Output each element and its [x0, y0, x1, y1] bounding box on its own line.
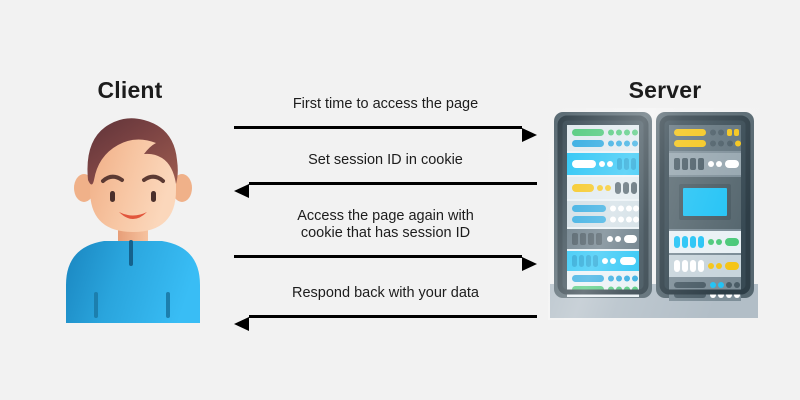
message-4-arrowhead-left [234, 316, 249, 331]
message-3-label: Access the page again with cookie that h… [297, 208, 474, 241]
server-rack-illustration [548, 108, 760, 320]
server-sheen-overlay [548, 108, 760, 320]
client-avatar-illustration [48, 108, 218, 323]
message-2: Set session ID in cookie [234, 152, 537, 198]
message-2-arrow-line [249, 182, 537, 185]
avatar-mouth [119, 212, 147, 219]
message-3: Access the page again with cookie that h… [234, 208, 537, 271]
person-avatar-icon [66, 118, 200, 323]
message-2-label: Set session ID in cookie [308, 152, 463, 168]
avatar-eye-right [151, 191, 156, 202]
message-3-arrowhead-right [522, 256, 537, 271]
avatar-eye-left [110, 191, 115, 202]
avatar-eyebrow-right [142, 174, 165, 183]
message-1-arrowhead-right [522, 127, 537, 142]
message-1-label: First time to access the page [292, 96, 479, 112]
avatar-hair [87, 118, 178, 185]
server-heading: Server [628, 77, 702, 103]
message-2-arrowhead-left [234, 183, 249, 198]
message-4: Respond back with your data [234, 285, 537, 331]
message-4-arrow-line [249, 315, 537, 318]
avatar-ear-right [172, 174, 192, 202]
message-4-label: Respond back with your data [292, 285, 479, 301]
server-rack-icon [548, 108, 760, 320]
message-1-arrow-line [234, 126, 522, 129]
client-heading: Client [97, 77, 163, 103]
message-3-arrow-line [234, 255, 522, 258]
message-1: First time to access the page [234, 96, 537, 142]
avatar-eyebrow-left [101, 174, 124, 183]
